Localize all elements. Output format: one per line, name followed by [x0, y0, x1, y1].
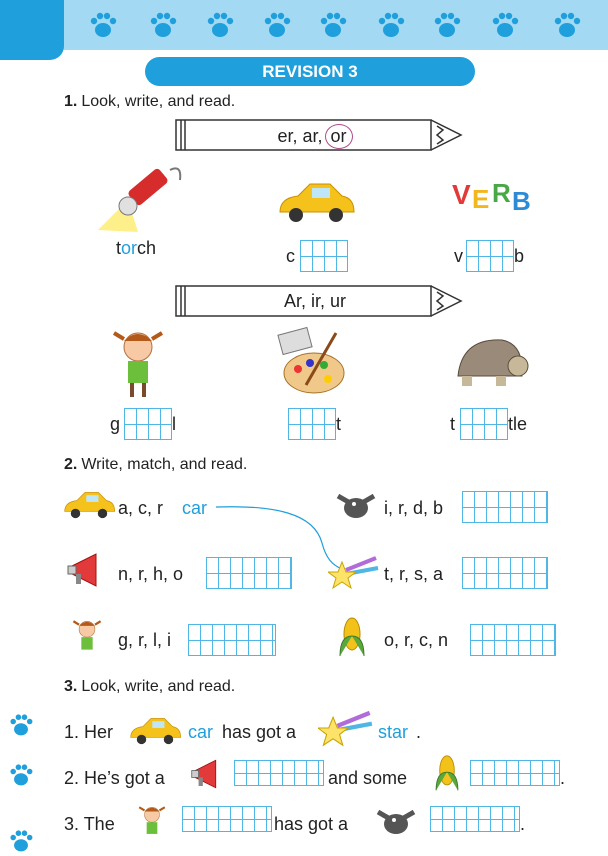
- sentence3-mid: has got a: [274, 814, 349, 834]
- star-picture: [328, 556, 379, 590]
- megaphone-picture: [67, 553, 97, 587]
- car-picture: [130, 718, 181, 745]
- star-picture: [318, 710, 373, 747]
- torch-picture: [98, 167, 182, 232]
- letter-boxes[interactable]: [466, 240, 514, 272]
- verb-letters-picture: V E R B: [452, 178, 531, 216]
- sentence2-start: 2. He’s got a: [64, 768, 165, 788]
- girl-picture: [72, 620, 102, 650]
- letter-boxes[interactable]: [462, 557, 548, 589]
- paw-icon: [264, 12, 291, 38]
- sentence1-car: car: [188, 722, 214, 742]
- answer-boxes[interactable]: [430, 806, 520, 832]
- sentence1-start: 1. Her: [64, 722, 114, 742]
- svg-text:R: R: [492, 178, 511, 208]
- circled-letters: or: [324, 124, 353, 149]
- pencil-banner-2: Ar, ir, ur: [175, 284, 465, 318]
- letter-boxes[interactable]: [206, 557, 292, 589]
- scrambled-star: t, r, s, a: [384, 564, 444, 584]
- corn-picture: [435, 755, 459, 791]
- letter-group-2: Ar, ir, ur: [283, 291, 346, 311]
- word-tshirt-end: t: [336, 414, 342, 434]
- paw-icon: [492, 12, 519, 38]
- word-verb-end: b: [514, 246, 525, 266]
- sentence2-end: .: [560, 768, 566, 788]
- paw-icon: [10, 714, 33, 736]
- corner-tab: [0, 0, 64, 60]
- sentence1-end: .: [416, 722, 422, 742]
- letter-group-1: er, ar,or: [175, 124, 455, 149]
- letter-boxes[interactable]: [300, 240, 348, 272]
- word-girl-end: l: [172, 414, 176, 434]
- paw-icon: [554, 12, 581, 38]
- scrambled-girl: g, r, l, i: [118, 630, 172, 650]
- top-decor-band: [0, 0, 608, 50]
- paw-icon: [10, 830, 33, 852]
- section-instruction: Look, write, and read.: [81, 678, 236, 695]
- letter-boxes[interactable]: [460, 408, 508, 440]
- scrambled-corn: o, r, c, n: [384, 630, 449, 650]
- paw-icon: [150, 12, 177, 38]
- svg-text:B: B: [512, 186, 531, 216]
- section2-heading: 2.Write, match, and read.: [64, 456, 247, 474]
- pencil-shape: [175, 119, 463, 151]
- letter-boxes[interactable]: [188, 624, 276, 656]
- sentence1-mid: has got a: [222, 722, 297, 742]
- sentence1-star: star: [378, 722, 409, 742]
- pencil-banner-1: er, ar,or: [175, 118, 465, 152]
- girl-picture: [112, 331, 164, 397]
- scrambled-bird: i, r, d, b: [384, 498, 444, 518]
- paw-icon: [10, 764, 33, 786]
- car-picture: [64, 492, 115, 519]
- section-instruction: Write, match, and read.: [81, 456, 248, 473]
- word-girl: g: [110, 414, 121, 434]
- section-number: 2.: [64, 456, 78, 473]
- paw-icon: [320, 12, 347, 38]
- svg-text:V: V: [452, 179, 471, 210]
- sentence2-mid: and some: [328, 768, 408, 788]
- scrambled-horn: n, r, h, o: [118, 564, 184, 584]
- corn-picture: [339, 617, 365, 657]
- word-car: c: [286, 246, 295, 266]
- car-picture: [279, 183, 355, 222]
- paint-palette-picture: [277, 326, 345, 394]
- word-verb: v: [454, 246, 463, 266]
- section-instruction: Look, write, and read.: [81, 93, 236, 110]
- section-number: 3.: [64, 678, 78, 695]
- paw-icon: [207, 12, 234, 38]
- bird-picture: [336, 493, 376, 518]
- megaphone-picture: [191, 759, 217, 789]
- answer-car: car: [182, 498, 208, 518]
- girl-picture: [138, 806, 166, 834]
- answer-boxes[interactable]: [470, 760, 560, 786]
- pencil-shape: [175, 285, 463, 317]
- bird-picture: [376, 809, 416, 834]
- word-turtle: t: [450, 414, 456, 434]
- word-torch: torch: [116, 238, 157, 258]
- paw-icon: [434, 12, 461, 38]
- sentence3-end: .: [520, 814, 526, 834]
- word-turtle-end: tle: [508, 414, 528, 434]
- letter-boxes[interactable]: [470, 624, 556, 656]
- scrambled-car: a, c, r: [118, 498, 164, 518]
- turtle-picture: [457, 339, 529, 386]
- letter-boxes[interactable]: [288, 408, 336, 440]
- match-line: [215, 506, 343, 570]
- section3-heading: 3.Look, write, and read.: [64, 678, 235, 696]
- section1-heading: 1.Look, write, and read.: [64, 93, 235, 111]
- paw-icon: [90, 12, 117, 38]
- paw-icon: [378, 12, 405, 38]
- letter-boxes[interactable]: [462, 491, 548, 523]
- answer-boxes[interactable]: [182, 806, 272, 832]
- sentence3-start: 3. The: [64, 814, 115, 834]
- letter-boxes[interactable]: [124, 408, 172, 440]
- page-title: REVISION 3: [145, 57, 475, 86]
- svg-text:E: E: [472, 184, 489, 214]
- answer-boxes[interactable]: [234, 760, 324, 786]
- section-number: 1.: [64, 93, 78, 110]
